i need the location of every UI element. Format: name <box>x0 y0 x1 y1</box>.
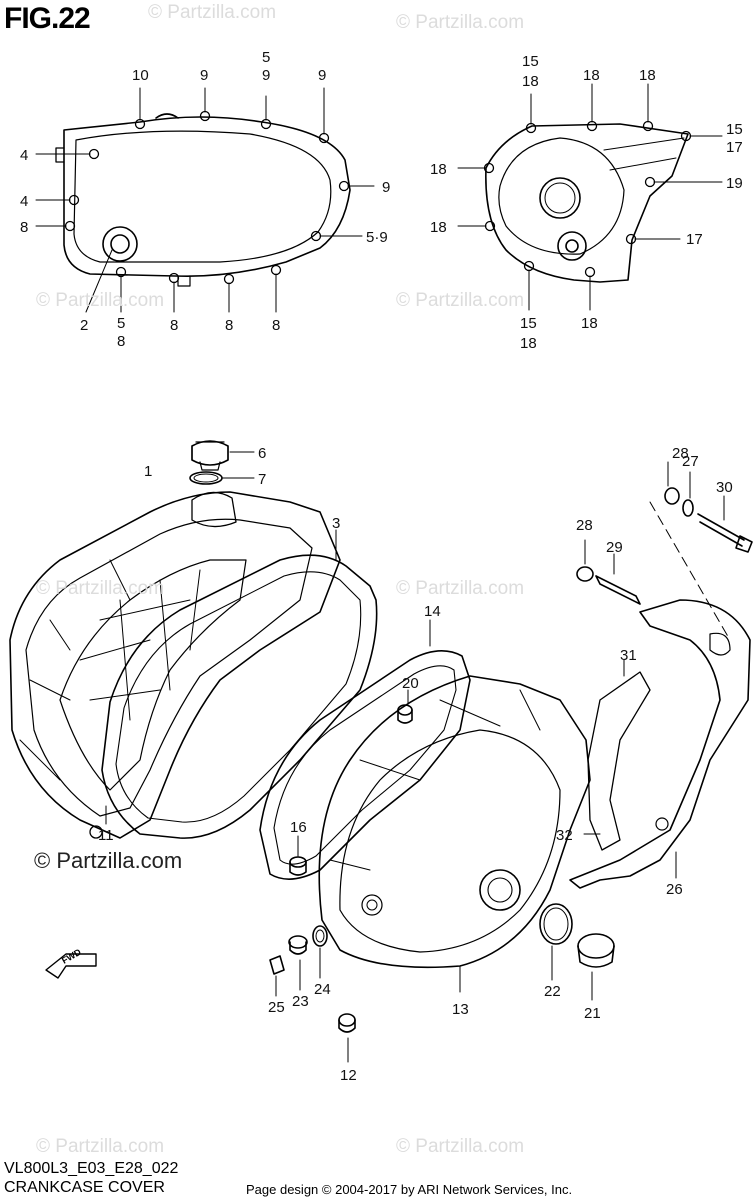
callout-18-a: 18 <box>522 73 539 90</box>
callout-12: 12 <box>340 1067 357 1084</box>
crankcase-cover-1 <box>9 491 341 839</box>
callout-27: 27 <box>682 453 699 470</box>
callout-3: 3 <box>332 515 340 532</box>
copyright-label: © Partzilla.com <box>34 848 183 873</box>
plug-12 <box>338 1013 356 1063</box>
spacer-29 <box>595 553 641 605</box>
cap-21 <box>577 933 615 1001</box>
o-ring-7 <box>189 471 255 485</box>
watermark: © Partzilla.com <box>396 1136 525 1157</box>
callout-2: 2 <box>80 317 88 334</box>
gasket-3 <box>101 529 378 839</box>
callout-20: 20 <box>402 675 419 692</box>
watermark: © Partzilla.com <box>36 1136 165 1157</box>
plate-31 <box>583 659 651 851</box>
callout-25: 25 <box>268 999 285 1016</box>
watermark: © Partzilla.com <box>396 290 525 311</box>
callout-31: 31 <box>620 647 637 664</box>
callout-9-b: 9 <box>262 67 270 84</box>
callout-7: 7 <box>258 471 266 488</box>
callout-29: 29 <box>606 539 623 556</box>
callout-18-e: 18 <box>430 219 447 236</box>
oil-filler-cap-6 <box>191 440 255 471</box>
callout-1: 1 <box>144 463 152 480</box>
callout-28-a: 28 <box>576 517 593 534</box>
assembly-line <box>649 501 731 641</box>
callout-8-c: 8 <box>170 317 178 334</box>
washer-24 <box>312 925 328 979</box>
watermark: © Partzilla.com <box>396 12 525 33</box>
callout-30: 30 <box>716 479 733 496</box>
callout-13: 13 <box>452 1001 469 1018</box>
callout-18-b: 18 <box>583 67 600 84</box>
dowel-pin-16 <box>289 835 307 876</box>
watermark: © Partzilla.com <box>148 2 277 23</box>
callout-5-a: 5 <box>262 49 270 66</box>
callout-32: 32 <box>556 827 573 844</box>
page-credit: Page design © 2004-2017 by ARI Network S… <box>246 1182 573 1197</box>
guard-26 <box>569 599 751 889</box>
damper-28-lower <box>576 539 594 582</box>
gasket-14 <box>259 619 471 880</box>
callout-8-d: 8 <box>225 317 233 334</box>
callout-4-a: 4 <box>20 147 28 164</box>
callout-8-e: 8 <box>272 317 280 334</box>
callout-10: 10 <box>132 67 149 84</box>
callout-17-a: 17 <box>726 139 743 156</box>
watermark: © Partzilla.com <box>36 290 165 311</box>
callout-9-c: 9 <box>318 67 326 84</box>
callout-22: 22 <box>544 983 561 1000</box>
damper-28-upper <box>664 461 680 505</box>
callout-18-d: 18 <box>430 161 447 178</box>
plug-23 <box>288 935 308 991</box>
figure-title: FIG.22 <box>4 2 91 35</box>
callout-24: 24 <box>314 981 331 998</box>
callout-15-c: 15 <box>520 315 537 332</box>
washer-27 <box>682 471 694 517</box>
callout-5-9: 5·9 <box>366 229 388 246</box>
diagram-name: CRANKCASE COVER <box>4 1179 165 1196</box>
callout-9-d: 9 <box>382 179 390 196</box>
bolt-pattern-left <box>35 87 375 313</box>
callout-14: 14 <box>424 603 441 620</box>
callout-18-c: 18 <box>639 67 656 84</box>
o-ring-22 <box>539 903 573 981</box>
plug-25 <box>269 955 285 997</box>
fwd-label: FWD <box>60 947 83 966</box>
callout-4-b: 4 <box>20 193 28 210</box>
callout-9-a: 9 <box>200 67 208 84</box>
callout-21: 21 <box>584 1005 601 1022</box>
callout-23: 23 <box>292 993 309 1010</box>
watermark: © Partzilla.com <box>396 578 525 599</box>
callout-5-b: 5 <box>117 315 125 332</box>
callout-6: 6 <box>258 445 266 462</box>
callout-15-a: 15 <box>522 53 539 70</box>
diagram-code: VL800L3_E03_E28_022 <box>4 1160 179 1177</box>
callout-11: 11 <box>98 827 114 844</box>
callout-19: 19 <box>726 175 743 192</box>
callout-26: 26 <box>666 881 683 898</box>
bolt-30 <box>697 495 753 553</box>
callout-18-g: 18 <box>581 315 598 332</box>
callout-28-b: 28 <box>672 445 689 462</box>
watermark: © Partzilla.com <box>36 578 165 599</box>
callout-8-a: 8 <box>20 219 28 236</box>
callout-18-f: 18 <box>520 335 537 352</box>
callout-16: 16 <box>290 819 307 836</box>
callout-8-b: 8 <box>117 333 125 350</box>
callout-17-b: 17 <box>686 231 703 248</box>
magneto-cover-13 <box>318 675 591 993</box>
callout-15-b: 15 <box>726 121 743 138</box>
fwd-arrow-icon <box>45 953 97 979</box>
bolt-pattern-right <box>457 83 723 311</box>
